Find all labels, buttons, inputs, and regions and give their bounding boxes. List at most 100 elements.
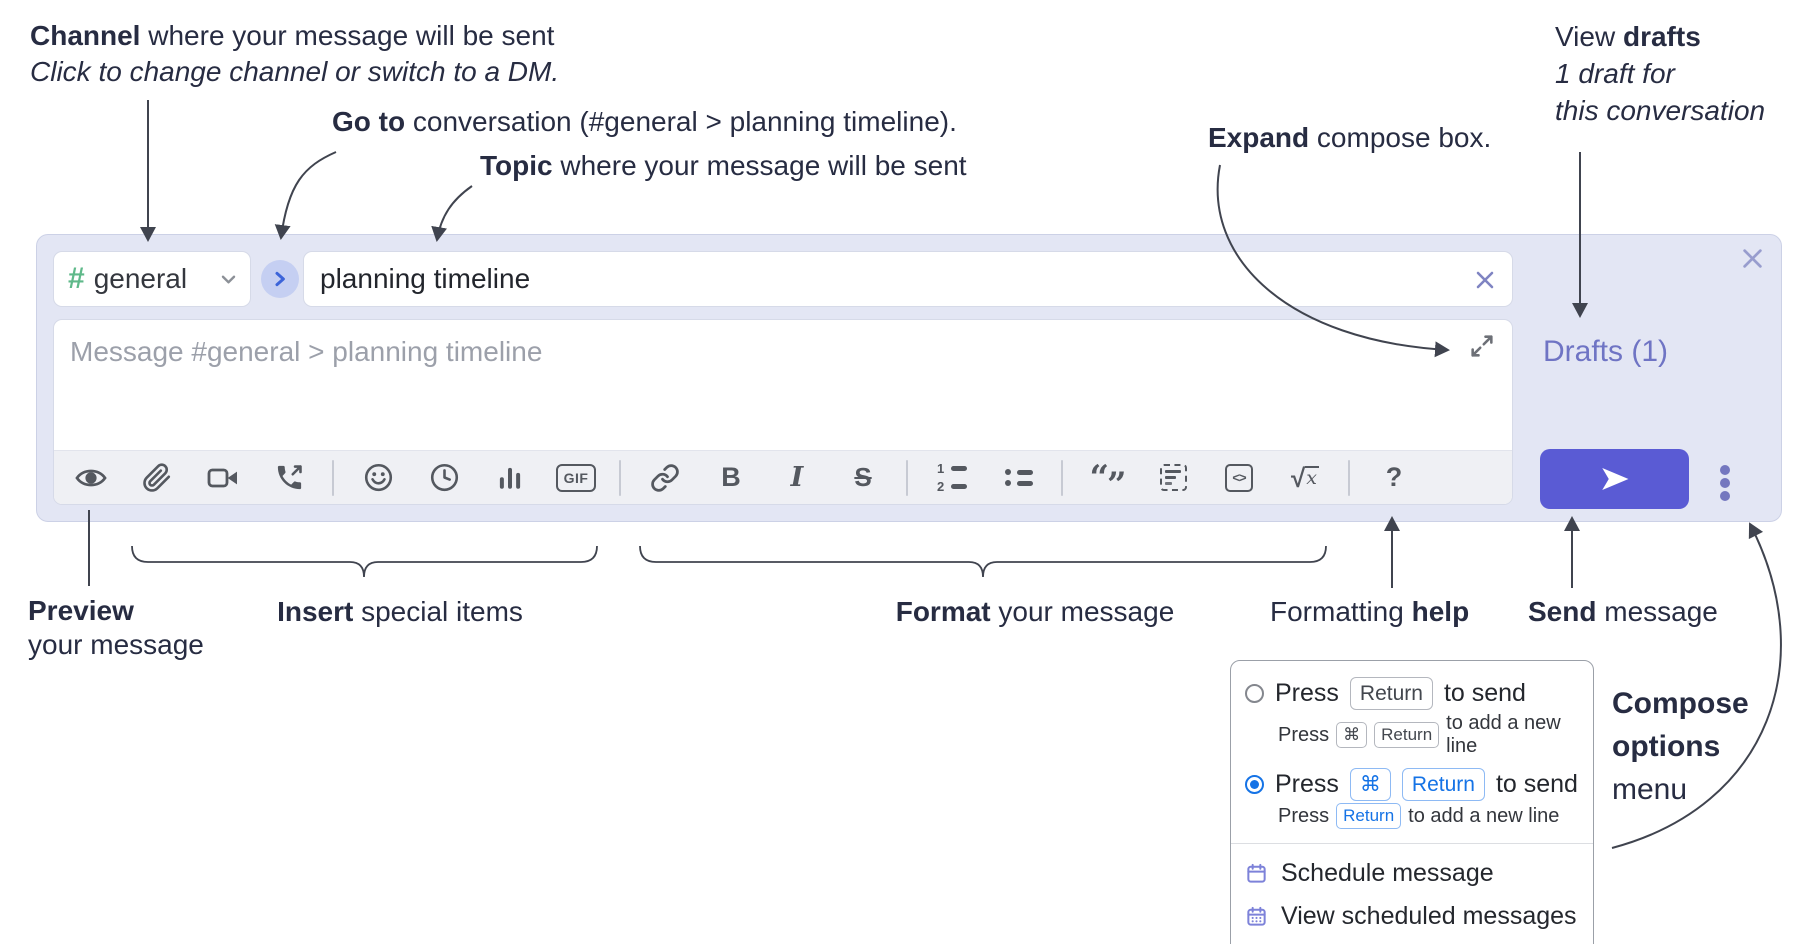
drafts-link[interactable]: Drafts (1) (1543, 335, 1669, 368)
schedule-message-item[interactable]: Schedule message (1231, 852, 1593, 895)
channel-annotation-bold: Channel (30, 20, 141, 51)
format-brace (639, 545, 1327, 578)
chevron-down-icon (221, 275, 236, 283)
toolbar-link-button[interactable] (642, 455, 688, 501)
toolbar-divider (1061, 459, 1063, 496)
radio-unselected-icon[interactable] (1245, 684, 1264, 703)
compose-options-line1: Compose (1612, 687, 1749, 720)
toolbar-quote-button[interactable]: “” (1084, 455, 1130, 505)
view-drafts-pre: View (1555, 21, 1623, 52)
compose-toolbar: GIF B I S (54, 450, 1512, 504)
radio-selected-icon[interactable] (1245, 775, 1264, 794)
toolbar-math-button[interactable]: √x (1282, 455, 1328, 501)
close-compose-button[interactable] (1737, 243, 1767, 273)
option2-lead: Press (1275, 770, 1339, 798)
toolbar-italic-button[interactable]: I (774, 455, 820, 501)
italic-icon: I (790, 462, 804, 493)
topic-clear-button[interactable] (1472, 267, 1498, 293)
return-key: Return (1401, 768, 1485, 801)
format-annotation: Format your message (896, 594, 1175, 630)
send-icon (1601, 467, 1628, 491)
compose-options-line3: menu (1612, 773, 1688, 806)
message-input[interactable]: Message #general > planning timeline (54, 320, 1512, 452)
channel-annotation-rest: where your message will be sent (140, 20, 555, 51)
toolbar-voice-call-button[interactable] (266, 455, 312, 501)
link-icon (651, 463, 679, 492)
format-annotation-bold: Format (895, 596, 991, 627)
goto-conversation-button[interactable] (261, 260, 299, 298)
phone-outgoing-icon (277, 465, 302, 490)
option-enter-to-send[interactable]: Press Return to send (1245, 677, 1579, 710)
toolbar-numbered-list-button[interactable]: 1 2 (929, 455, 975, 501)
ol-num-2: 2 (937, 479, 945, 494)
goto-annotation: Go to conversation (#general > planning … (332, 104, 957, 140)
compose-options-button[interactable] (1715, 459, 1735, 507)
chevron-right-icon (275, 271, 285, 287)
toolbar-preview-button[interactable] (68, 455, 114, 501)
toolbar-bulleted-list-button[interactable] (995, 455, 1041, 501)
topic-annotation: Topic where your message will be sent (480, 148, 967, 184)
option2-sub-lead: Press (1278, 804, 1330, 827)
toolbar-emoji-button[interactable] (355, 455, 401, 501)
option1-lead: Press (1275, 679, 1339, 707)
view-scheduled-messages-item[interactable]: View scheduled messages (1231, 895, 1593, 938)
clock-icon (430, 463, 458, 492)
goto-annotation-bold: Go to (332, 106, 406, 137)
topic-value: planning timeline (320, 263, 531, 294)
math-x: x (1305, 465, 1319, 489)
toolbar-divider (619, 459, 621, 496)
channel-selector[interactable]: # general (53, 251, 251, 307)
view-drafts-line2: 1 draft for (1555, 58, 1675, 89)
quote-open: “ (1089, 457, 1109, 498)
option2-subtext: Press Return to add a new line (1278, 803, 1579, 829)
toolbar-help-button[interactable]: ? (1371, 455, 1417, 501)
send-button[interactable] (1540, 449, 1689, 509)
compose-options-annotation: Compose options menu (1612, 682, 1749, 811)
insert-brace (131, 545, 598, 578)
insert-annotation-rest: special items (353, 596, 523, 627)
view-drafts-annotation: View drafts 1 draft for this conversatio… (1555, 18, 1765, 129)
math-root: √ (1291, 462, 1306, 493)
insert-annotation-bold: Insert (277, 596, 354, 627)
toolbar-attach-button[interactable] (134, 455, 180, 501)
expand-compose-button[interactable] (1468, 332, 1498, 362)
question-mark-icon: ? (1385, 462, 1403, 492)
option1-tail: to send (1443, 679, 1526, 707)
close-icon (1476, 271, 1494, 289)
toolbar-bold-button[interactable]: B (708, 455, 754, 501)
toolbar-video-call-button[interactable] (200, 455, 246, 501)
quote-icon: “” (1089, 457, 1126, 505)
cmd-key: ⌘ (1336, 722, 1368, 748)
toolbar-spoiler-button[interactable] (1150, 455, 1196, 501)
send-annotation: Send message (1528, 594, 1718, 630)
toolbar-poll-button[interactable] (487, 455, 533, 501)
toolbar-gif-button[interactable]: GIF (553, 455, 599, 501)
toolbar-time-button[interactable] (421, 455, 467, 501)
channel-annotation-line2: Click to change channel or switch to a D… (30, 56, 560, 87)
numbered-list-icon: 1 2 (937, 462, 967, 493)
spoiler-icon (1159, 464, 1187, 491)
compose-options-line2: options (1612, 730, 1721, 763)
view-scheduled-label: View scheduled messages (1281, 902, 1577, 930)
expand-annotation-rest: compose box. (1309, 122, 1492, 153)
toolbar-code-button[interactable]: <> (1216, 455, 1262, 501)
expand-annotation-bold: Expand (1208, 122, 1310, 153)
topic-input[interactable]: planning timeline (303, 251, 1513, 307)
strikethrough-icon: S (854, 462, 872, 492)
ol-num-1: 1 (937, 461, 945, 476)
smiley-icon (364, 463, 392, 492)
close-icon (1742, 248, 1762, 268)
bulleted-list-icon (1003, 469, 1033, 486)
dot (1720, 478, 1730, 488)
return-key: Return (1349, 677, 1433, 710)
eye-icon (75, 469, 107, 486)
toolbar-strikethrough-button[interactable]: S (840, 455, 886, 501)
view-drafts-line3: this conversation (1555, 95, 1766, 126)
option-cmd-enter-to-send[interactable]: Press ⌘ Return to send (1245, 768, 1579, 801)
expand-annotation: Expand compose box. (1208, 120, 1491, 156)
menu-divider (1231, 843, 1593, 844)
preview-annotation-bold: Preview (28, 595, 134, 626)
bold-icon: B (721, 462, 741, 492)
quote-close: ” (1107, 464, 1127, 505)
